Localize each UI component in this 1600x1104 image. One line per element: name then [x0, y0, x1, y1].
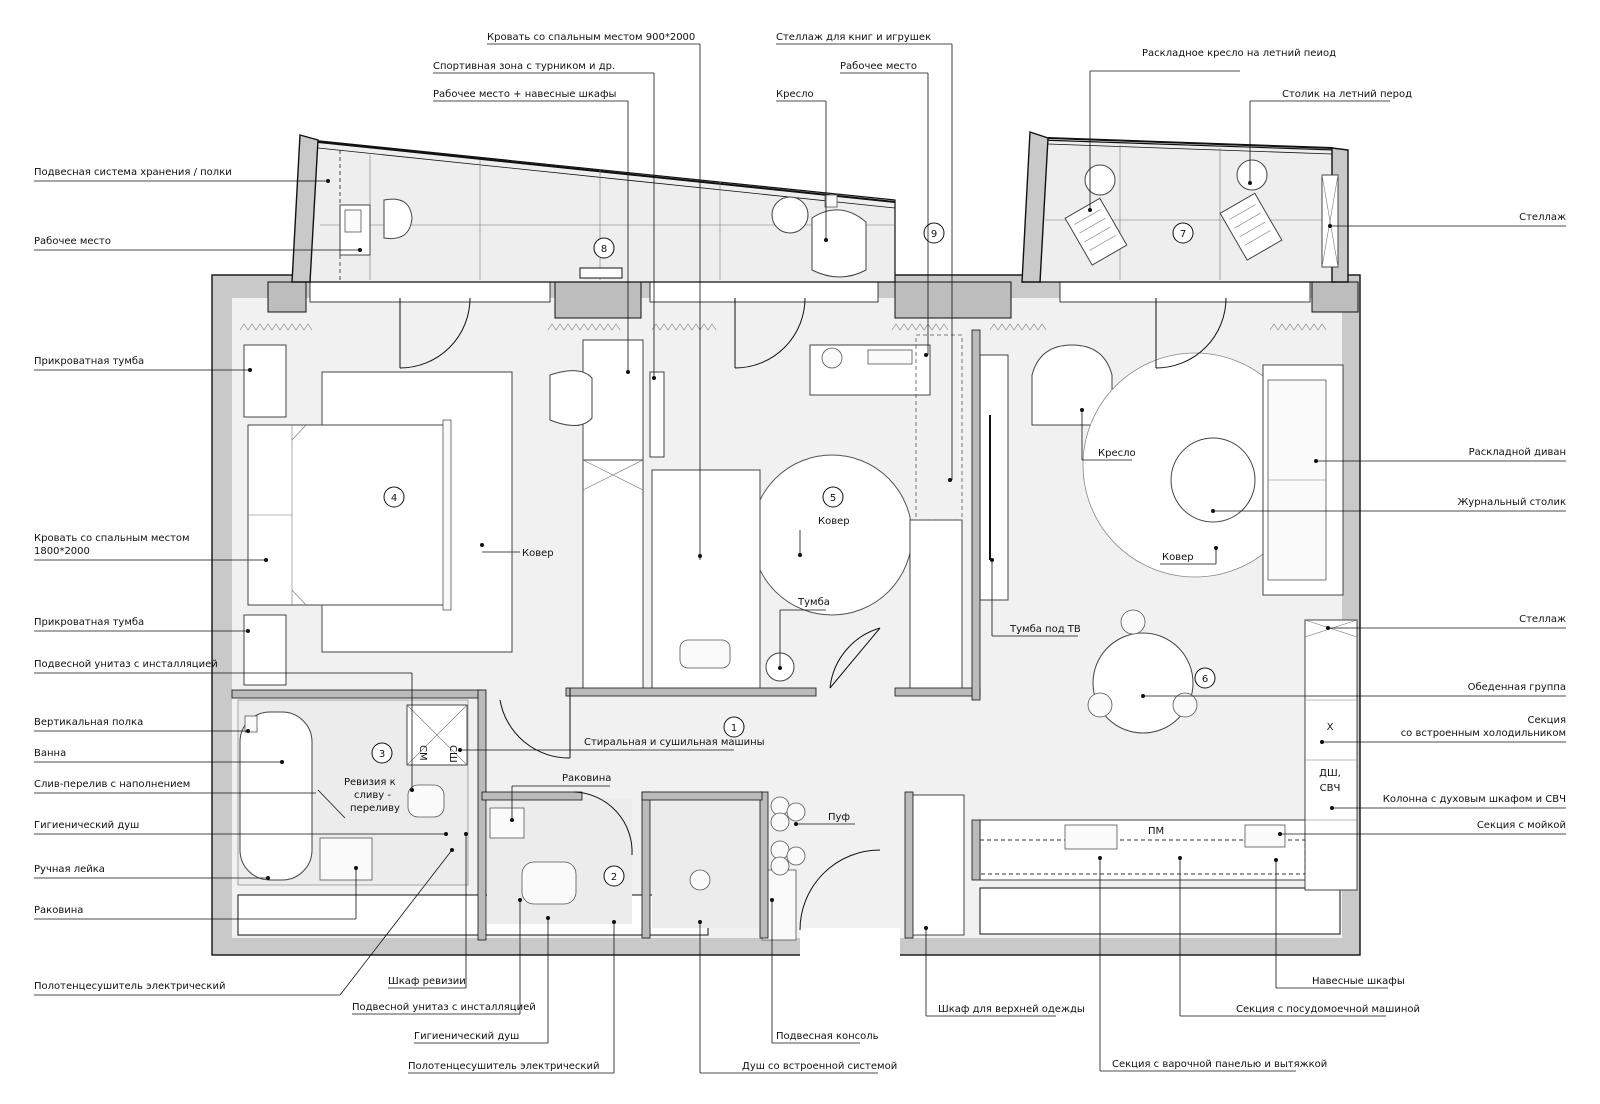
room-number-6: 6 [1202, 674, 1208, 685]
callout-hanging-console: Подвесная консоль [776, 1031, 879, 1042]
callout-double-bed-size: 1800*2000 [34, 546, 90, 557]
room-number-3: 3 [379, 749, 385, 760]
callout-sofa: Раскладной диван [1469, 447, 1566, 458]
callout-hob-section: Секция с варочной панелью и вытяжкой [1112, 1059, 1327, 1070]
callout-outerwear-wardrobe: Шкаф для верхней одежды [938, 1004, 1085, 1015]
balcony-left [291, 134, 896, 283]
callout-double-bed: Кровать со спальным местом [34, 533, 190, 544]
curtains [239, 323, 1327, 331]
callout-wall-cabinets: Навесные шкафы [1312, 976, 1405, 987]
label-rug-bedroom: Ковер [522, 548, 554, 559]
partitions [231, 329, 981, 941]
label-pm: ПМ [1148, 826, 1164, 837]
callout-dishwasher-section: Секция с посудомоечной машиной [1236, 1004, 1420, 1015]
room-number-7: 7 [1180, 229, 1186, 240]
callout-fridge-1: Секция [1528, 715, 1567, 726]
callout-shelving-books-toys: Стеллаж для книг и игрушек [776, 32, 931, 43]
balcony-right [1021, 131, 1349, 283]
callout-sink-section: Секция с мойкой [1477, 820, 1566, 831]
callout-oven-column: Колонна с духовым шкафом и СВЧ [1383, 794, 1566, 805]
callout-sport-zone: Спортивная зона с турником и др. [433, 61, 615, 72]
label-sink-hall: Раковина [562, 773, 611, 784]
label-revision-1: Ревизия к [344, 777, 396, 788]
callout-overflow: Слив-перелив с наполнением [34, 779, 190, 790]
label-revision-3: переливу [350, 803, 400, 814]
callout-hygienic-shower-2: Гигиенический душ [414, 1031, 519, 1042]
callout-vertical-shelf: Вертикальная полка [34, 717, 143, 728]
label-rug-kids: Ковер [818, 516, 850, 527]
doors [399, 297, 1227, 931]
callout-bathtub: Ванна [34, 748, 66, 759]
wc [487, 798, 632, 924]
room-numbers: 1 2 3 4 5 6 7 8 9 [371, 222, 1216, 887]
label-pouf: Пуф [828, 812, 850, 823]
callout-hanging-storage: Подвесная система хранения / полки [34, 167, 232, 178]
callout-summer-table: Столик на летний перод [1282, 89, 1412, 100]
callout-toilet-2: Подвесной унитаз с инсталляцией [352, 1002, 536, 1013]
label-nightstand-kids: Тумба [797, 597, 830, 608]
callout-fridge-2: со встроенным холодильником [1401, 728, 1566, 739]
label-revision-2: сливу - [354, 790, 391, 801]
label-rug-living: Ковер [1162, 552, 1194, 563]
callout-nightstand-1: Прикроватная тумба [34, 356, 144, 367]
callout-toilet-1: Подвесной унитаз с инсталляцией [34, 659, 218, 670]
kids-room [549, 334, 963, 691]
callout-coffee-table: Журнальный столик [1458, 497, 1566, 508]
callout-shelving-1: Стеллаж [1519, 212, 1566, 223]
callouts-left: Подвесная система хранения / полки Рабоч… [34, 167, 454, 996]
label-oven-mark-2: СВЧ [1320, 783, 1341, 794]
callout-nightstand-2: Прикроватная тумба [34, 617, 144, 628]
callout-inspection-cabinet: Шкаф ревизии [388, 976, 466, 987]
room-number-5: 5 [830, 493, 836, 504]
callout-hygienic-shower-1: Гигиенический душ [34, 820, 139, 831]
callout-towel-dryer-1: Полотенцесушитель электрический [34, 981, 225, 992]
shower-room [652, 798, 762, 928]
living-room [979, 344, 1358, 891]
callout-builtin-shower: Душ со встроенной системой [742, 1061, 897, 1072]
callout-workplace-cabinets: Рабочее место + навесные шкафы [433, 89, 616, 100]
room-number-9: 9 [931, 229, 937, 240]
callout-hand-shower: Ручная лейка [34, 864, 105, 875]
callouts-right: Стеллаж Раскладной диван Журнальный стол… [1141, 212, 1566, 836]
room-number-2: 2 [611, 872, 617, 883]
label-armchair-living: Кресло [1098, 448, 1136, 459]
callout-dining-group: Обеденная группа [1468, 682, 1566, 693]
bedroom [243, 344, 513, 686]
label-fridge-mark: Х [1327, 722, 1334, 733]
label-sh: СШ [447, 745, 458, 763]
callout-towel-dryer-2: Полотенцесушитель электрический [408, 1061, 599, 1072]
callout-bed-child: Кровать со спальным местом 900*2000 [487, 32, 695, 43]
callout-sink-1: Раковина [34, 905, 83, 916]
callout-folding-armchair-1: Раскладное кресло на летний пеиод [1142, 48, 1336, 59]
label-cm: СМ [417, 745, 428, 761]
callouts-bottom: Шкаф ревизии Подвесной унитаз с инсталля… [352, 832, 1420, 1074]
callout-armchair-top: Кресло [776, 89, 814, 100]
callout-shelving-2: Стеллаж [1519, 614, 1566, 625]
bathroom [237, 691, 469, 886]
room-number-4: 4 [391, 493, 397, 504]
inplan-labels: Ковер Ковер Тумба Кресло Ковер Тумба под… [317, 408, 1341, 837]
callouts-top: Кровать со спальным местом 900*2000 Стел… [433, 32, 1412, 560]
room-number-1: 1 [731, 723, 737, 734]
callout-workplace-top: Рабочее место [840, 61, 917, 72]
label-oven-mark-1: ДШ, [1319, 768, 1341, 779]
kitchen [979, 819, 1306, 881]
callout-workplace-left: Рабочее место [34, 236, 111, 247]
label-tv-stand: Тумба под ТВ [1009, 624, 1081, 635]
label-washer: Стиральная и сушильная машины [584, 737, 765, 748]
room-number-8: 8 [601, 244, 607, 255]
